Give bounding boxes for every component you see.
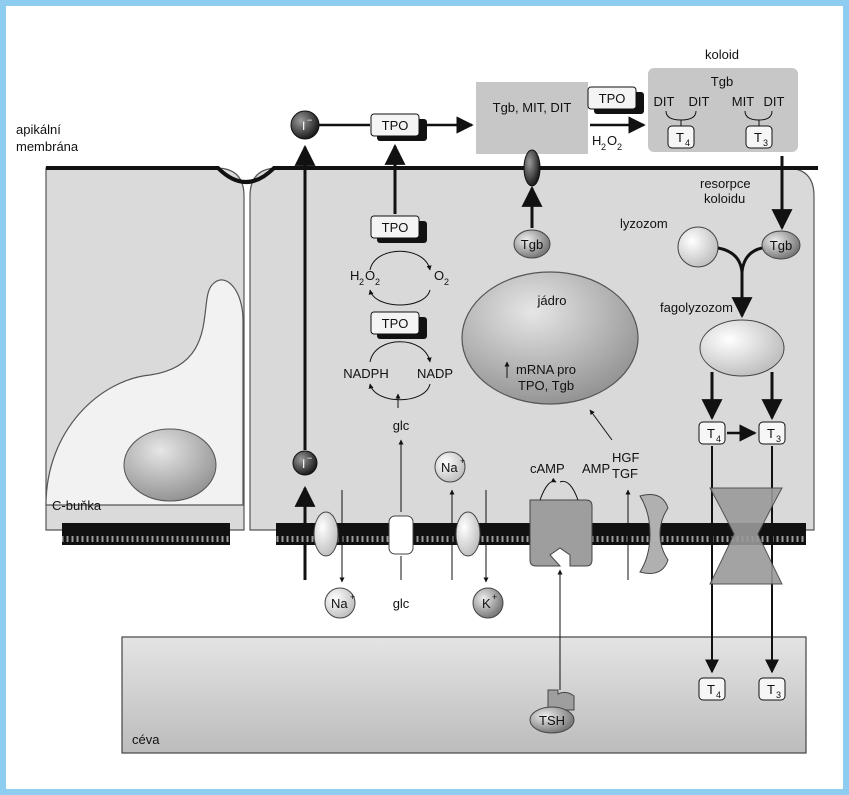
tpo-apical-label: TPO	[382, 118, 409, 133]
svg-text:2: 2	[359, 277, 364, 287]
sodium-label: Na	[331, 596, 348, 611]
camp-label: cAMP	[530, 461, 565, 476]
mrna-label-1: mRNA pro	[516, 362, 576, 377]
mit-label: MIT	[732, 94, 754, 109]
phagolysosome	[700, 320, 784, 376]
tsh-label: TSH	[539, 713, 565, 728]
colloid-label: koloid	[705, 47, 739, 62]
svg-text:2: 2	[375, 277, 380, 287]
glucose-blood-label: glc	[393, 596, 410, 611]
tgb-exocytosis-vesicle	[524, 150, 540, 186]
dit-label-3: DIT	[764, 94, 785, 109]
vessel-label: céva	[132, 732, 160, 747]
tgb-mit-dit-label: Tgb, MIT, DIT	[493, 100, 572, 115]
t3-cell-t: T	[767, 426, 775, 441]
svg-text:O: O	[434, 268, 444, 283]
svg-text:O: O	[607, 133, 617, 148]
iodide-charge: −	[307, 115, 312, 125]
tsh-receptor	[530, 500, 592, 566]
tgb-colloid-label: Tgb	[711, 74, 733, 89]
c-cell-nucleus	[124, 429, 216, 501]
glucose-transporter	[389, 516, 413, 554]
c-cell-basal-membrane	[62, 523, 230, 545]
svg-text:2: 2	[617, 142, 622, 152]
tgb-cytoplasm-label: Tgb	[521, 237, 543, 252]
resorption-label-1: resorpce	[700, 176, 751, 191]
c-cell-label: C-buňka	[52, 498, 102, 513]
lysosome-label: lyzozom	[620, 216, 668, 231]
iodide-symbol: I	[302, 119, 305, 133]
potassium-charge: +	[492, 592, 497, 602]
h2o2-colloid: H 2 O 2	[592, 133, 622, 152]
svg-text:O: O	[365, 268, 375, 283]
resorption-label-2: koloidu	[704, 191, 745, 206]
svg-text:H: H	[592, 133, 601, 148]
glucose-cytoplasm-label: glc	[393, 418, 410, 433]
na-k-pump	[456, 512, 480, 556]
hgf-label: HGF	[612, 450, 640, 465]
nadp-label: NADP	[417, 366, 453, 381]
colloid-box-tgb	[476, 82, 588, 154]
svg-text:2: 2	[444, 277, 449, 287]
t3-colloid-sub: 3	[763, 138, 768, 148]
tpo-middle-label: TPO	[382, 220, 409, 235]
phagolysosome-label: fagolyzozom	[660, 300, 733, 315]
nadph-label: NADPH	[343, 366, 389, 381]
sodium-charge: +	[350, 592, 355, 602]
tpo-colloid-label: TPO	[599, 91, 626, 106]
t4-colloid-sub: 4	[685, 138, 690, 148]
tpo-lower-label: TPO	[382, 316, 409, 331]
svg-text:2: 2	[601, 142, 606, 152]
sodium-cell-charge: +	[460, 456, 465, 466]
apical-membrane-label-2: membrána	[16, 139, 79, 154]
t3-blood-sub: 3	[776, 690, 781, 700]
nis-symporter	[314, 512, 338, 556]
mrna-label-2: TPO, Tgb	[518, 378, 574, 393]
iodide-charge: −	[307, 453, 312, 463]
t4-cell-sub: 4	[716, 434, 721, 444]
t4-colloid-t: T	[676, 130, 684, 145]
t4-cell-t: T	[707, 426, 715, 441]
t3-cell-sub: 3	[776, 434, 781, 444]
dit-label-1: DIT	[654, 94, 675, 109]
lysosome	[678, 227, 718, 267]
t3-colloid-t: T	[754, 130, 762, 145]
apical-membrane-label-1: apikální	[16, 122, 61, 137]
tgf-label: TGF	[612, 466, 638, 481]
t4-blood-t: T	[707, 682, 715, 697]
dit-label-2: DIT	[689, 94, 710, 109]
potassium-label: K	[482, 596, 491, 611]
t3-blood-t: T	[767, 682, 775, 697]
tgb-endocytosed-label: Tgb	[770, 238, 792, 253]
sodium-cell-label: Na	[441, 460, 458, 475]
t4-blood-sub: 4	[716, 690, 721, 700]
svg-text:H: H	[350, 268, 359, 283]
amp-label: AMP	[582, 461, 610, 476]
nucleus-label: jádro	[537, 293, 567, 308]
iodide-symbol: I	[302, 457, 305, 471]
